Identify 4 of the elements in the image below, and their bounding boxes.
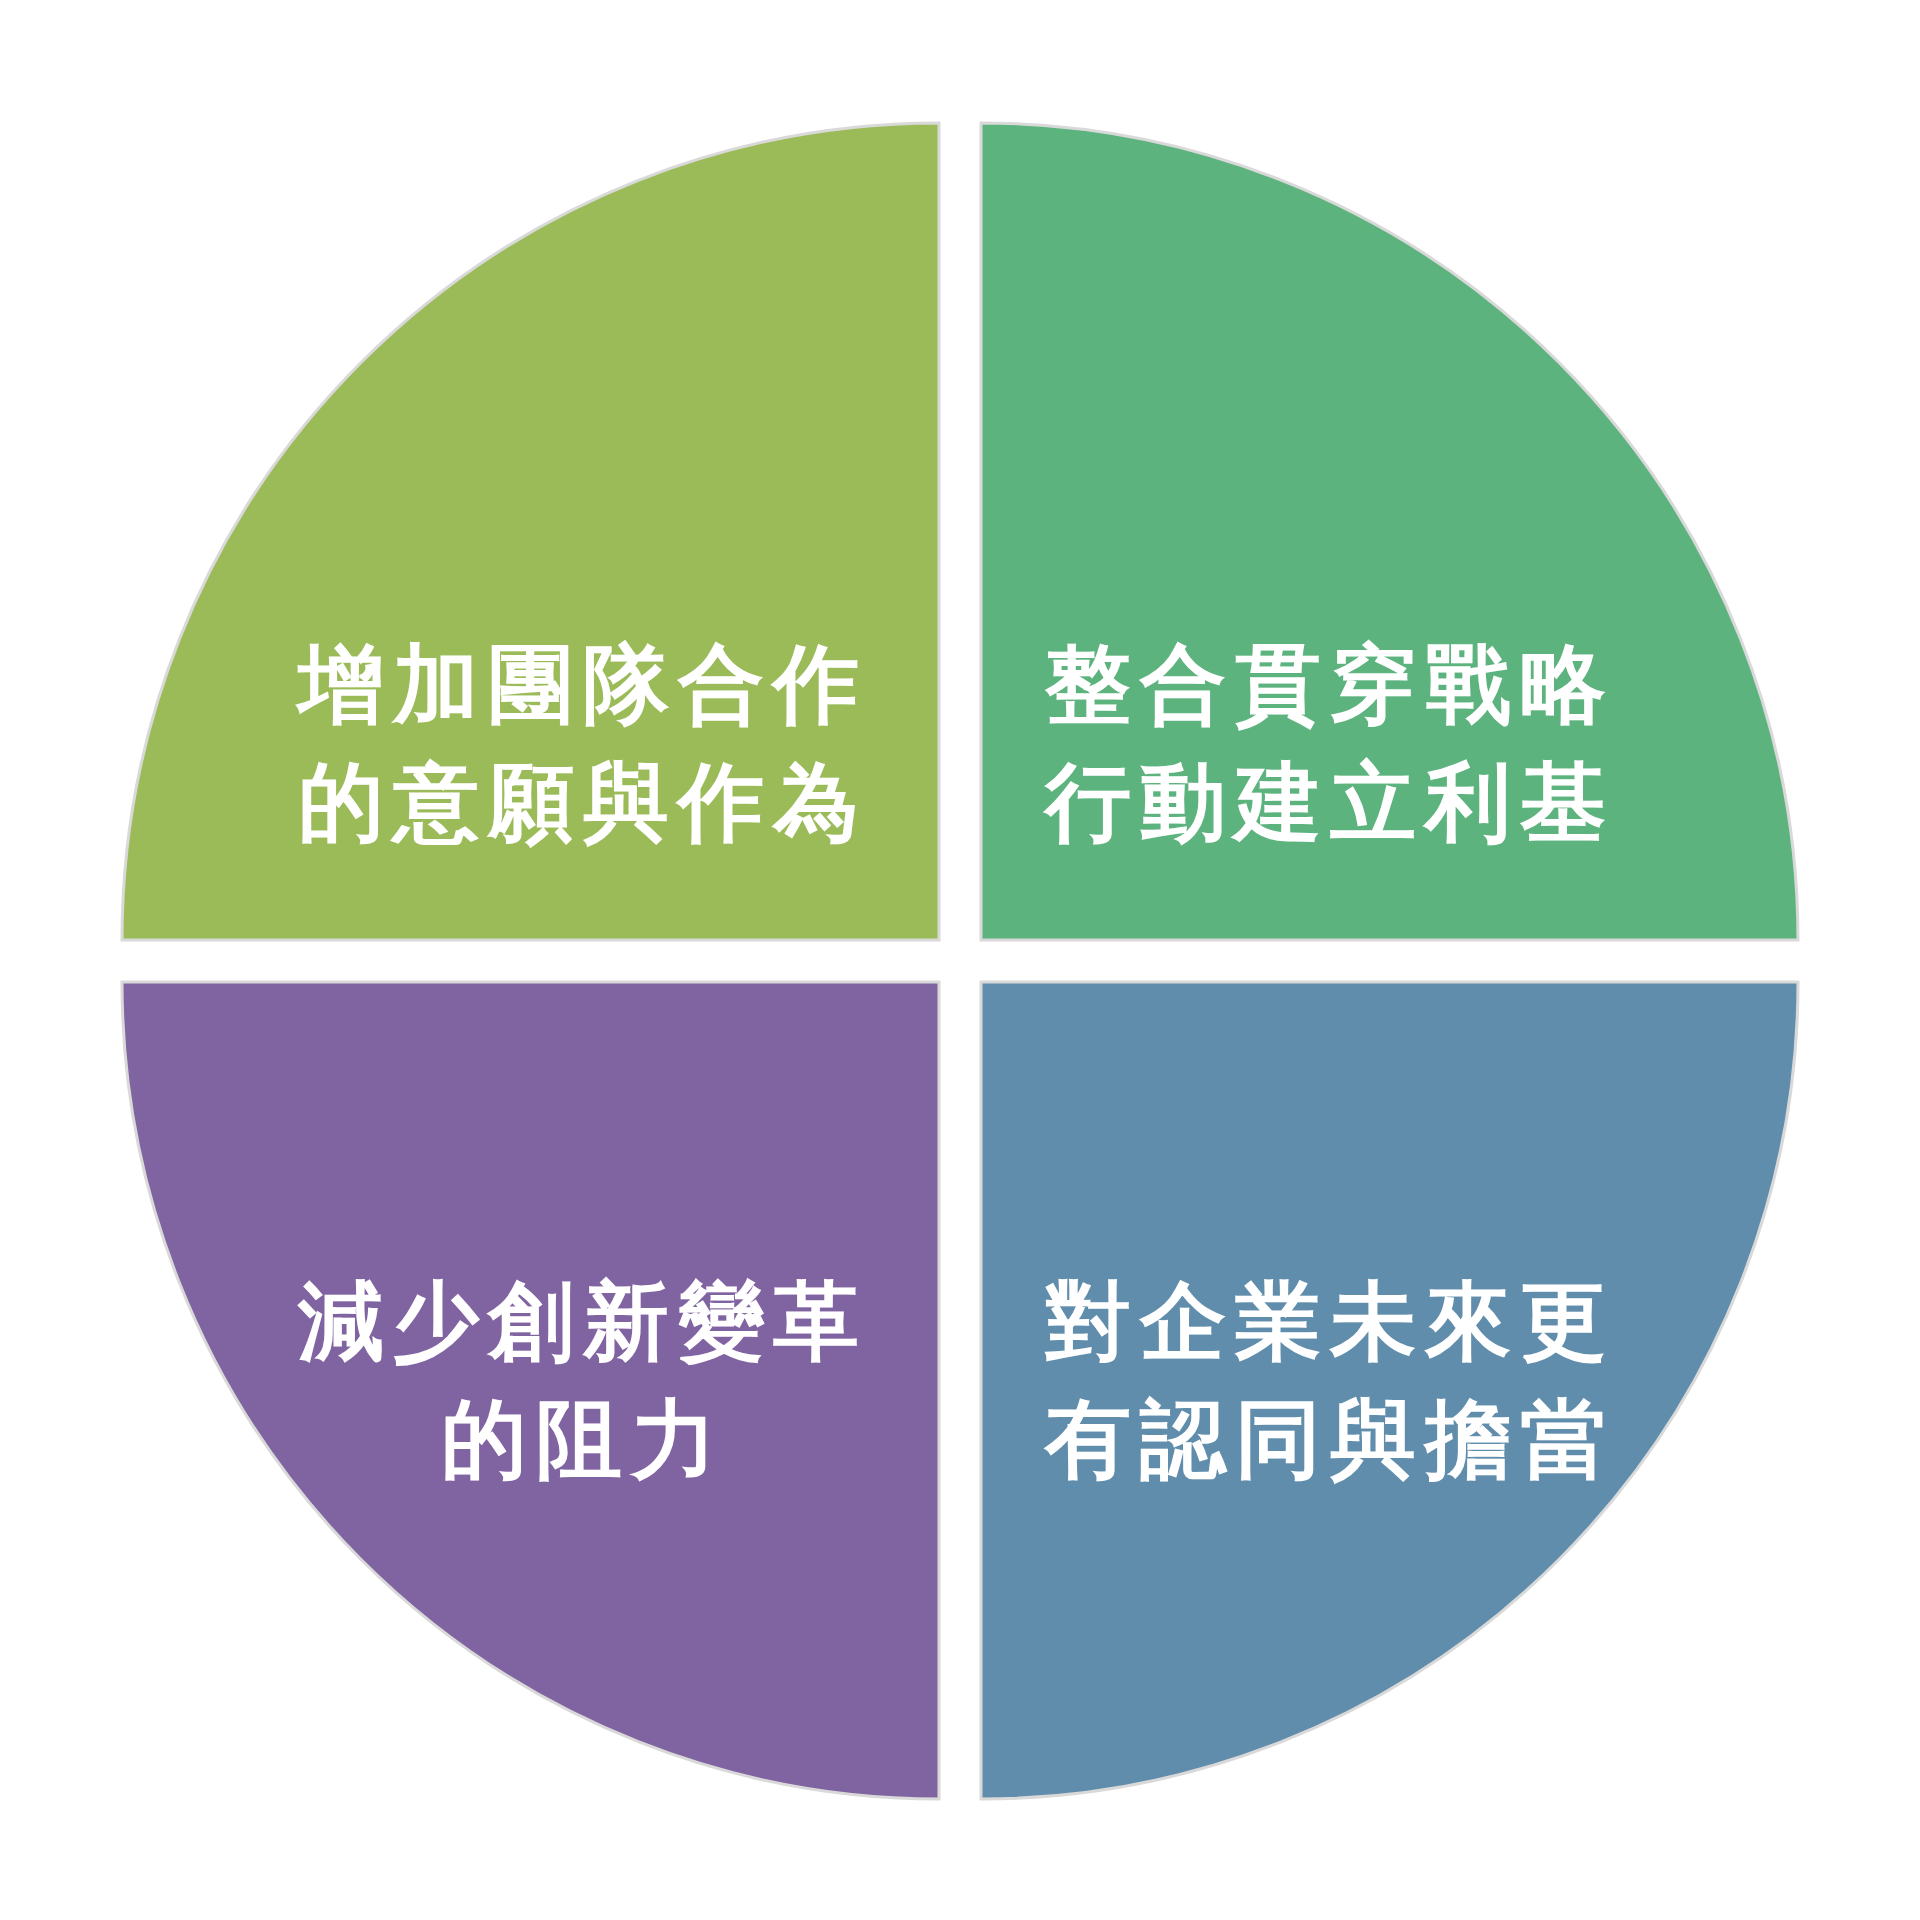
segment-label: 減少創新變革的阻力 <box>296 1270 869 1491</box>
segment-label: 整合貫穿戰略行動建立利基 <box>1042 633 1616 854</box>
segment-label: 增加團隊合作的意願與作為 <box>283 625 883 861</box>
segment-label: 對企業未來更有認同與擔當 <box>1042 1270 1616 1491</box>
